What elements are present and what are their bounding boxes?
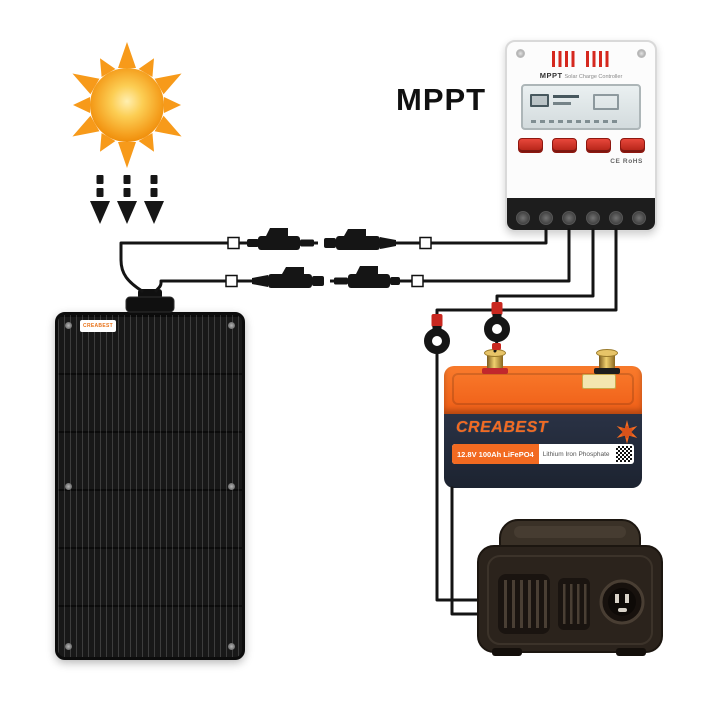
solar-panel: CREABEST (55, 312, 245, 660)
pv-wire-negative (154, 279, 254, 293)
terminal-screw-icon (539, 211, 554, 225)
terminal-screw-icon (516, 211, 531, 225)
battery-terminal-positive (482, 349, 508, 375)
battery-chemistry: Lithium Iron Phosphate (542, 450, 610, 458)
lcd-battery-segment (530, 94, 549, 107)
battery-top-label (582, 374, 616, 389)
terminal-post (599, 354, 615, 369)
terminal-post (487, 354, 503, 369)
starburst-core (621, 426, 633, 438)
inverter-vent-grille (558, 578, 590, 630)
mc4-connector-icon (247, 228, 396, 250)
battery-terminal-negative (594, 349, 620, 375)
controller-subtitle: Solar Charge Controller (564, 74, 623, 80)
ring-terminal-icon (424, 316, 510, 354)
lcd-display (521, 84, 641, 130)
terminal-screw-icon (562, 211, 577, 225)
terminal-strip (507, 198, 655, 230)
terminal-washer (482, 368, 508, 374)
grommet-icon (228, 483, 235, 490)
lcd-segment (531, 120, 621, 123)
charge-controller: MPPT Solar Charge Controller CE RoHS (505, 40, 657, 232)
battery-spec: 12.8V 100Ah LiFePO4 (452, 444, 539, 464)
screw-hole-icon (516, 49, 525, 58)
controller-battery-wire-2 (435, 228, 618, 332)
battery-brand: CREABEST (456, 419, 549, 436)
grommet-icon (65, 322, 72, 329)
terminal-cap (484, 349, 506, 357)
mppt-title: MPPT (396, 82, 487, 117)
grommet-icon (65, 643, 72, 650)
terminal-washer (594, 368, 620, 374)
lcd-segment (553, 102, 571, 105)
terminal-cap (596, 349, 618, 357)
controller-button (517, 138, 543, 153)
terminal-screw-icon (585, 211, 600, 225)
junction-box (125, 289, 175, 313)
vent-grille-icon (586, 51, 612, 67)
battery-label-stripe: 12.8V 100Ah LiFePO4 Lithium Iron Phospha… (452, 444, 634, 464)
cable-tag-icon (225, 236, 432, 288)
battery-inverter-wire-2 (450, 486, 488, 616)
ac-outlet-icon (599, 579, 645, 625)
terminal-screw-icon (608, 211, 623, 225)
terminal-screw-icon (631, 211, 646, 225)
arrow-down-icon (90, 175, 164, 224)
controller-button (585, 138, 611, 153)
qr-code-icon (616, 446, 632, 462)
controller-button-row (507, 138, 655, 153)
panel-brand-label: CREABEST (80, 320, 116, 332)
inverter-icon (477, 519, 663, 656)
certification-text: CE RoHS (610, 158, 643, 165)
pv-wire-negative-2 (398, 228, 571, 283)
controller-battery-wire-1 (495, 228, 595, 320)
controller-button (619, 138, 645, 153)
inverter-vent-grille (498, 574, 550, 634)
heat-shrink-band (431, 302, 503, 350)
pv-wire-positive (119, 241, 249, 293)
lcd-segment (553, 95, 579, 98)
grommet-icon (228, 643, 235, 650)
controller-brand: MPPT (539, 71, 563, 80)
grommet-icon (228, 322, 235, 329)
battery-front: CREABEST 12.8V 100Ah LiFePO4 Lithium Iro… (444, 414, 642, 488)
grommet-icon (65, 483, 72, 490)
battery: CREABEST 12.8V 100Ah LiFePO4 Lithium Iro… (444, 349, 642, 488)
vent-grille-icon (552, 51, 578, 67)
mc4-connector-icon (252, 266, 400, 288)
controller-brand-row: MPPT Solar Charge Controller (507, 71, 655, 80)
lcd-digit-segment (593, 94, 619, 110)
controller-button (551, 138, 577, 153)
sun-icon (72, 42, 182, 168)
screw-hole-icon (637, 49, 646, 58)
